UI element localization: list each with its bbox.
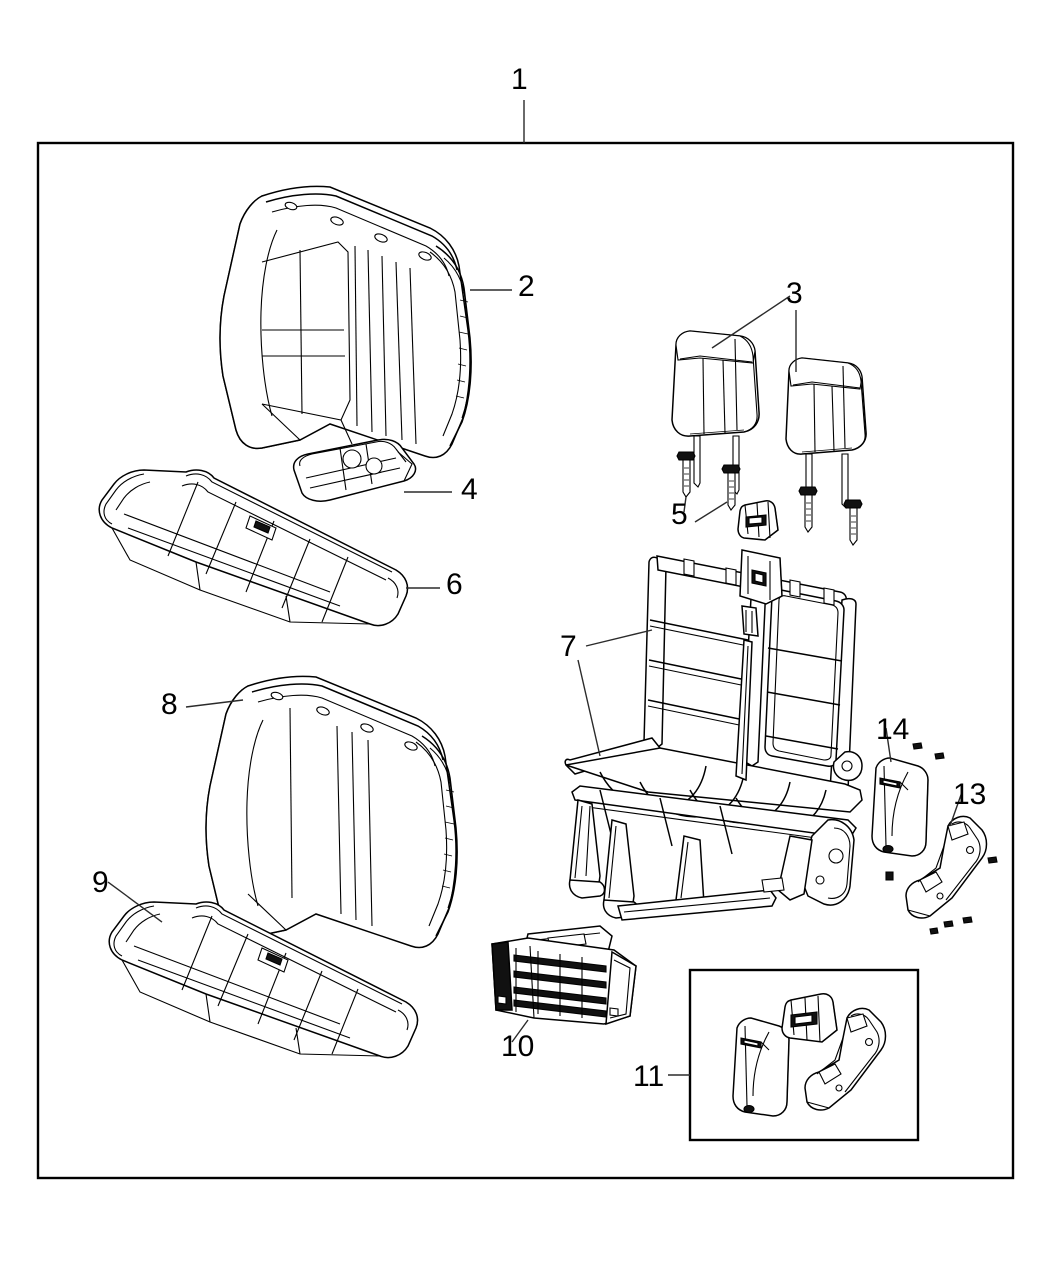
screw-g [929, 927, 939, 935]
bolt-2 [721, 464, 741, 511]
screw-c [885, 871, 894, 881]
screw-b [934, 752, 945, 760]
callout-label-5: 5 [671, 498, 688, 531]
callout-label-1: 1 [511, 63, 528, 96]
hr-slot-3 [374, 233, 388, 243]
seat-cushion-cover-front [98, 469, 440, 627]
side-shield-outer [905, 791, 998, 935]
headrest-left [671, 295, 791, 495]
screw-a [912, 742, 923, 750]
callout-label-7: 7 [560, 630, 577, 663]
headrest-guide-bezel [737, 500, 779, 541]
hr-slot-2 [330, 216, 344, 226]
callout-label-14: 14 [876, 713, 910, 746]
trim-piece-cap [781, 993, 838, 1043]
bolt-4 [843, 499, 863, 546]
guide-bracket-4 [823, 587, 835, 606]
hr-slot-1 [284, 201, 298, 211]
leader-9 [107, 881, 163, 923]
hr-slot-b3 [360, 723, 374, 733]
headrest-bolts [676, 451, 863, 546]
side-shield-inner [871, 727, 945, 881]
hr-slot-4 [418, 251, 432, 261]
bolt-1 [676, 451, 696, 498]
screw-f [962, 916, 973, 924]
leader-8 [185, 699, 244, 708]
hr-slot-b1 [270, 691, 284, 701]
callout-label-6: 6 [446, 568, 463, 601]
seat-back-cover-front [219, 185, 512, 459]
headrest-right [785, 310, 867, 509]
bolt-3 [798, 486, 818, 533]
trim-piece-outer-shield [804, 1007, 887, 1111]
callout-label-11: 11 [633, 1060, 665, 1093]
leader-3a [711, 295, 791, 349]
callout-label-3: 3 [786, 277, 803, 310]
guide-bracket-3 [789, 579, 801, 598]
seat-cushion-pad [107, 881, 419, 1059]
seat-back-louver-panel [491, 925, 637, 1043]
leader-5b [694, 501, 728, 523]
headrest-post-left-1 [693, 435, 701, 488]
cupholder-1 [342, 449, 362, 469]
inset-frame [688, 968, 920, 1142]
seat-frame [564, 549, 863, 921]
leader-7b [577, 659, 601, 757]
leader-13 [949, 791, 963, 827]
callout-label-13: 13 [953, 778, 987, 811]
callout-label-9: 9 [92, 866, 109, 899]
leader-5a [683, 496, 687, 513]
cupholder-2 [365, 457, 383, 475]
callout-label-2: 2 [518, 270, 535, 303]
callout-label-4: 4 [461, 473, 478, 506]
guide-bracket-1 [683, 558, 695, 577]
hr-slot-b4 [404, 741, 418, 751]
trim-cover-kit [668, 968, 920, 1142]
trim-piece-inner-shield [732, 1017, 790, 1117]
leader-7a [585, 629, 653, 647]
screw-e [943, 920, 954, 928]
screw-d [987, 856, 998, 864]
armrest [292, 438, 452, 502]
leader-10 [511, 1019, 529, 1043]
callout-label-8: 8 [161, 688, 178, 721]
leader-14 [885, 727, 892, 763]
seat-back-pad [185, 675, 458, 949]
callout-label-10: 10 [501, 1030, 535, 1063]
guide-bracket-2 [725, 567, 737, 586]
hr-slot-b2 [316, 706, 330, 716]
